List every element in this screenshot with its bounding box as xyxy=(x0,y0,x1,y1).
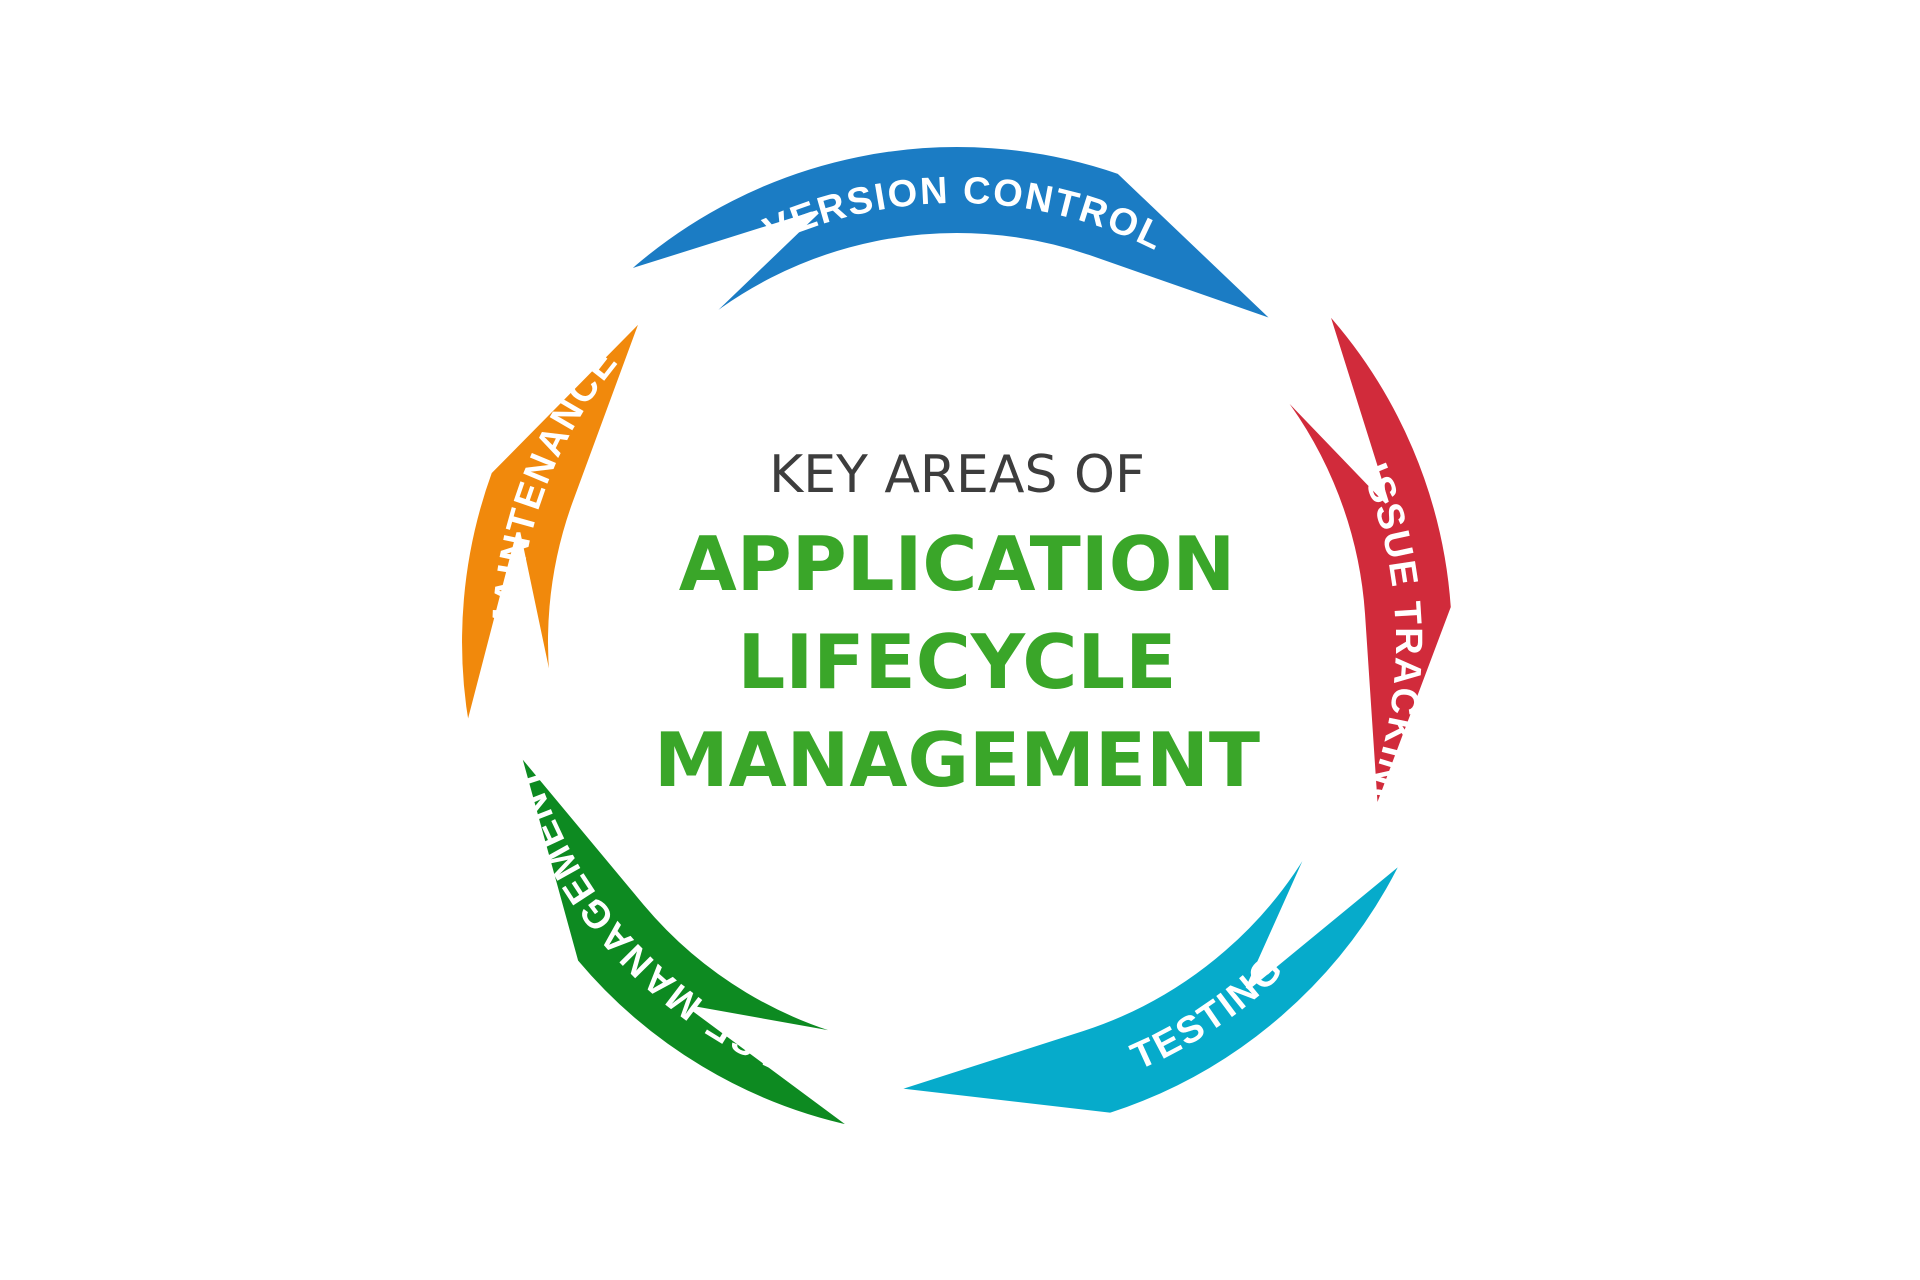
center-title-line-1: APPLICATION xyxy=(679,520,1236,608)
stage-arrow-maintenance xyxy=(458,315,645,729)
stage-release-management: RELEASE MANAGEMENT xyxy=(504,750,894,1131)
stage-testing: TESTING xyxy=(893,819,1406,1117)
stage-arrow-issue-tracking xyxy=(1258,308,1455,813)
stage-arrow-testing xyxy=(893,819,1406,1117)
center-title-line-3: MANAGEMENT xyxy=(654,716,1260,804)
center-title-block: KEY AREAS OF APPLICATION LIFECYCLE MANAG… xyxy=(654,445,1260,804)
stage-maintenance: MAINTENANCE xyxy=(458,315,645,729)
stage-issue-tracking: ISSUE TRACKING xyxy=(1258,308,1455,826)
stage-arrow-release-management xyxy=(516,750,873,1131)
center-title-line-2: LIFECYCLE xyxy=(738,618,1177,706)
stage-arrow-version-control xyxy=(623,143,1278,341)
stage-version-control: VERSION CONTROL xyxy=(623,143,1278,341)
center-pre-title: KEY AREAS OF xyxy=(769,445,1145,505)
